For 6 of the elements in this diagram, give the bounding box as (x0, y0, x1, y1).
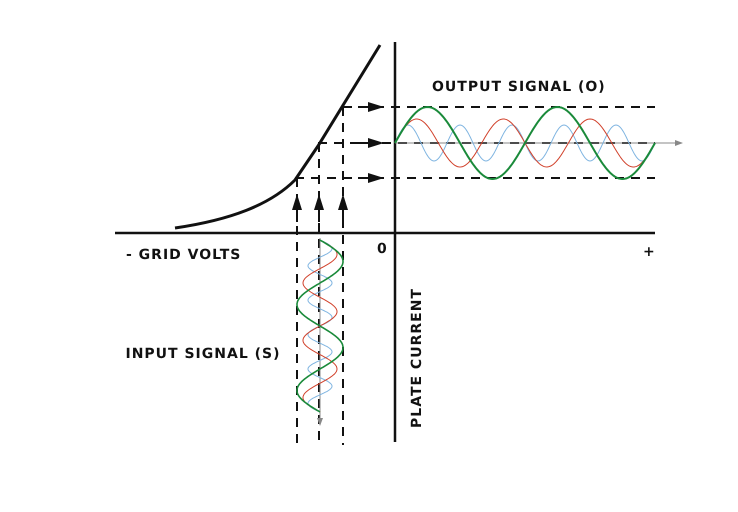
axis-label: PLATE CURRENT (408, 287, 426, 430)
input-label: INPUT SIGNAL (S) (124, 345, 282, 363)
axis-label: - GRID VOLTS (126, 246, 242, 264)
axis-label: 0 (377, 240, 388, 258)
output-label: OUTPUT SIGNAL (O) (432, 78, 606, 96)
axis-label: + (643, 243, 656, 261)
